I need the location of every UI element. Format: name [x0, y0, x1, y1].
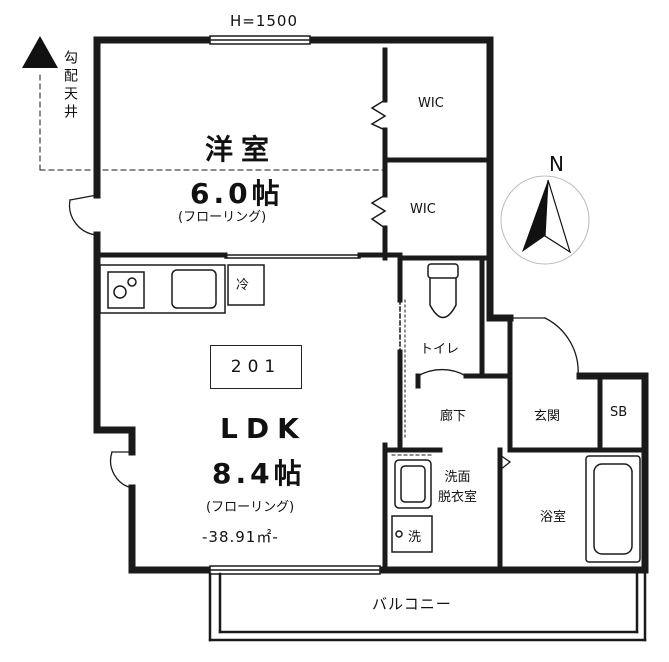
ceiling-height-label: H=1500 — [230, 12, 299, 30]
refrigerator-label: 冷 — [236, 278, 250, 293]
shoe-box-label: SB — [610, 405, 628, 420]
bathtub — [585, 455, 641, 563]
wic-doors — [370, 98, 387, 230]
compass-north-label: N — [549, 152, 564, 176]
balcony-label: バルコニー — [372, 595, 452, 613]
outer-walls — [93, 36, 649, 574]
wic-lower-label: WIC — [410, 202, 436, 217]
entrance-label: 玄関 — [534, 409, 561, 424]
western-room-size: 6.0帖 — [190, 177, 284, 210]
western-room-name: 洋室 — [205, 133, 278, 166]
compass-icon — [500, 175, 590, 265]
bathroom-label: 浴室 — [540, 510, 567, 525]
washroom-label: 洗面 脱衣室 — [438, 470, 478, 505]
ldk-size: 8.4帖 — [212, 457, 306, 490]
sloped-ceiling-note: 勾配天井 — [62, 50, 78, 122]
windows — [209, 35, 401, 575]
toilet-label: トイレ — [420, 342, 460, 357]
washer — [391, 515, 433, 553]
washer-label: 洗 — [408, 530, 422, 545]
interior-walls — [94, 47, 648, 573]
wic-upper-label: WIC — [418, 96, 444, 111]
ldk-name: LDK — [220, 412, 307, 445]
balcony — [208, 568, 647, 642]
unit-number: 201 — [230, 357, 282, 377]
western-room-floor: (フローリング) — [178, 210, 267, 225]
door-swings — [68, 194, 579, 489]
ldk-floor: (フローリング) — [206, 500, 295, 515]
sloped-ceiling-arrow-icon — [22, 36, 58, 68]
total-area: -38.91㎡- — [202, 528, 279, 546]
wash-basin — [394, 459, 432, 509]
hallway-label: 廊下 — [440, 409, 467, 424]
toilet-fixture — [427, 263, 459, 319]
unit-number-box: 201 — [210, 345, 302, 389]
kitchen-counter — [99, 264, 265, 314]
